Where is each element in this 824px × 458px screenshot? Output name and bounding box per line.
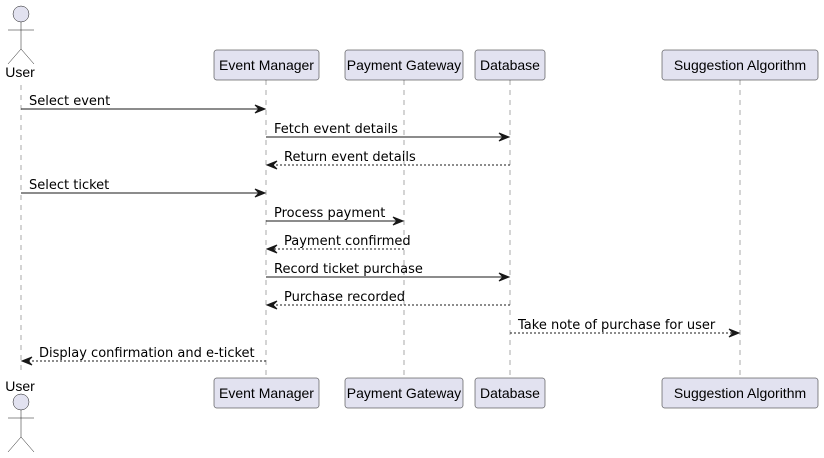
participant-label: Payment Gateway <box>347 385 461 401</box>
arrowhead-icon <box>728 328 741 338</box>
actor-body-icon <box>7 410 35 453</box>
message-7: Record ticket purchase <box>266 262 511 282</box>
arrowhead-icon <box>254 104 267 114</box>
participant-label: Database <box>480 385 540 401</box>
actor-label: User <box>5 378 35 394</box>
message-label: Display confirmation and e-ticket <box>39 346 255 361</box>
arrowhead-icon <box>254 188 267 198</box>
actor-top: User <box>5 5 35 80</box>
message-2: Fetch event details <box>266 122 511 142</box>
message-label: Select ticket <box>29 178 109 193</box>
actor-bottom: User <box>5 378 35 453</box>
message-label: Record ticket purchase <box>274 262 423 277</box>
lifelines <box>20 80 741 378</box>
participant-box-event-manager-bottom: Event Manager <box>213 377 320 409</box>
message-label: Select event <box>29 94 110 109</box>
arrowhead-icon <box>392 216 405 226</box>
message-10: Display confirmation and e-ticket <box>20 346 266 366</box>
actor-label: User <box>5 64 35 80</box>
arrowhead-icon <box>20 356 33 366</box>
participant-box-event-manager-top: Event Manager <box>213 49 320 81</box>
participant-label: Payment Gateway <box>347 57 461 73</box>
message-label: Take note of purchase for user <box>517 318 716 333</box>
participant-label: Database <box>480 57 540 73</box>
message-label: Purchase recorded <box>284 290 405 305</box>
participant-label: Suggestion Algorithm <box>674 385 806 401</box>
message-4: Select ticket <box>21 178 267 198</box>
message-3: Return event details <box>265 150 510 170</box>
arrowhead-icon <box>265 300 278 310</box>
participant-box-suggestion-algorithm-bottom: Suggestion Algorithm <box>661 377 819 409</box>
message-label: Fetch event details <box>274 122 398 137</box>
message-9: Take note of purchase for user <box>510 318 741 338</box>
participant-label: Event Manager <box>219 57 314 73</box>
message-label: Process payment <box>274 206 385 221</box>
participant-box-suggestion-algorithm-top: Suggestion Algorithm <box>661 49 819 81</box>
participant-box-payment-gateway-top: Payment Gateway <box>344 49 464 81</box>
participant-box-payment-gateway-bottom: Payment Gateway <box>344 377 464 409</box>
participant-box-database-bottom: Database <box>474 377 546 409</box>
arrowhead-icon <box>498 272 511 282</box>
message-label: Return event details <box>284 150 416 165</box>
message-8: Purchase recorded <box>265 290 510 310</box>
actor-head-icon <box>12 5 30 23</box>
arrowhead-icon <box>265 160 278 170</box>
actor-head-icon <box>12 393 30 411</box>
participant-box-database-top: Database <box>474 49 546 81</box>
participant-label: Event Manager <box>219 385 314 401</box>
arrowhead-icon <box>265 244 278 254</box>
message-1: Select event <box>21 94 267 114</box>
message-5: Process payment <box>266 206 405 226</box>
actor-body-icon <box>7 22 35 65</box>
message-6: Payment confirmed <box>265 234 411 254</box>
arrowhead-icon <box>498 132 511 142</box>
message-label: Payment confirmed <box>284 234 411 249</box>
participant-label: Suggestion Algorithm <box>674 57 806 73</box>
